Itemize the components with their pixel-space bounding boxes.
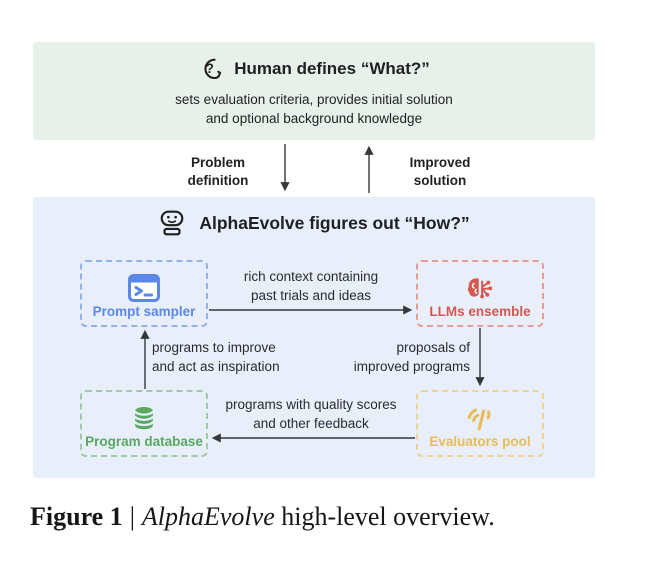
edge-label-feedback-line1: programs with quality scores — [225, 397, 397, 412]
improved-solution-line2: solution — [413, 173, 467, 188]
prompt-sampler-label: Prompt sampler — [92, 304, 196, 319]
edge-label-feedback: programs with quality scores and other f… — [211, 396, 411, 433]
edge-label-inspiration-line1: programs to improve — [152, 340, 276, 355]
problem-definition-line2: definition — [187, 173, 249, 188]
figure-caption-separator: | — [129, 502, 135, 531]
human-defines-what-panel: ? Human defines “What?” sets evaluation … — [33, 42, 595, 140]
alphaevolve-panel-title: AlphaEvolve figures out “How?” — [199, 212, 470, 233]
human-panel-subtitle: sets evaluation criteria, provides initi… — [33, 90, 595, 128]
improved-solution-line1: Improved — [409, 155, 471, 170]
edge-label-proposals-line1: proposals of — [396, 340, 470, 355]
problem-definition-line1: Problem — [190, 155, 245, 170]
program-database-node: Program database — [80, 390, 208, 457]
problem-definition-label: Problem definition — [163, 154, 273, 190]
human-head-question-icon: ? — [198, 56, 225, 83]
svg-text:?: ? — [206, 60, 214, 75]
alphaevolve-panel: AlphaEvolve figures out “How?” — [33, 197, 595, 478]
robot-icon — [158, 210, 186, 236]
figure-caption-number: Figure 1 — [30, 502, 123, 531]
alphaevolve-panel-header: AlphaEvolve figures out “How?” — [33, 208, 595, 238]
fan-icon — [464, 404, 496, 432]
evaluators-pool-label: Evaluators pool — [429, 434, 531, 449]
figure-caption-rest: high-level overview. — [281, 502, 495, 531]
figure-caption-title: AlphaEvolve — [141, 502, 275, 531]
llms-ensemble-label: LLMs ensemble — [429, 304, 531, 319]
evaluators-pool-node: Evaluators pool — [416, 390, 544, 457]
edge-label-proposals: proposals of improved programs — [320, 339, 470, 376]
edge-label-proposals-line2: improved programs — [353, 358, 470, 374]
prompt-sampler-node: Prompt sampler — [80, 260, 208, 327]
figure-caption: Figure 1|AlphaEvolve high-level overview… — [30, 502, 495, 532]
edge-label-inspiration: programs to improve and act as inspirati… — [152, 339, 322, 376]
human-panel-title: Human defines “What?” — [234, 59, 430, 78]
human-panel-header: ? Human defines “What?” — [33, 54, 595, 84]
human-panel-subtitle-line2: and optional background knowledge — [205, 111, 423, 126]
database-icon — [129, 405, 159, 432]
edge-label-rich-context: rich context containing past trials and … — [221, 268, 401, 305]
edge-label-feedback-line2: and other feedback — [253, 415, 369, 431]
human-panel-subtitle-line1: sets evaluation criteria, provides initi… — [175, 92, 453, 107]
program-database-label: Program database — [85, 434, 203, 449]
edge-label-inspiration-line2: and act as inspiration — [152, 358, 280, 374]
llms-ensemble-node: LLMs ensemble — [416, 260, 544, 327]
edge-label-rich-context-line2: past trials and ideas — [250, 287, 372, 303]
improved-solution-label: Improved solution — [385, 154, 495, 190]
brain-network-icon — [465, 276, 495, 302]
terminal-icon — [128, 274, 160, 302]
edge-label-rich-context-line1: rich context containing — [243, 269, 379, 284]
